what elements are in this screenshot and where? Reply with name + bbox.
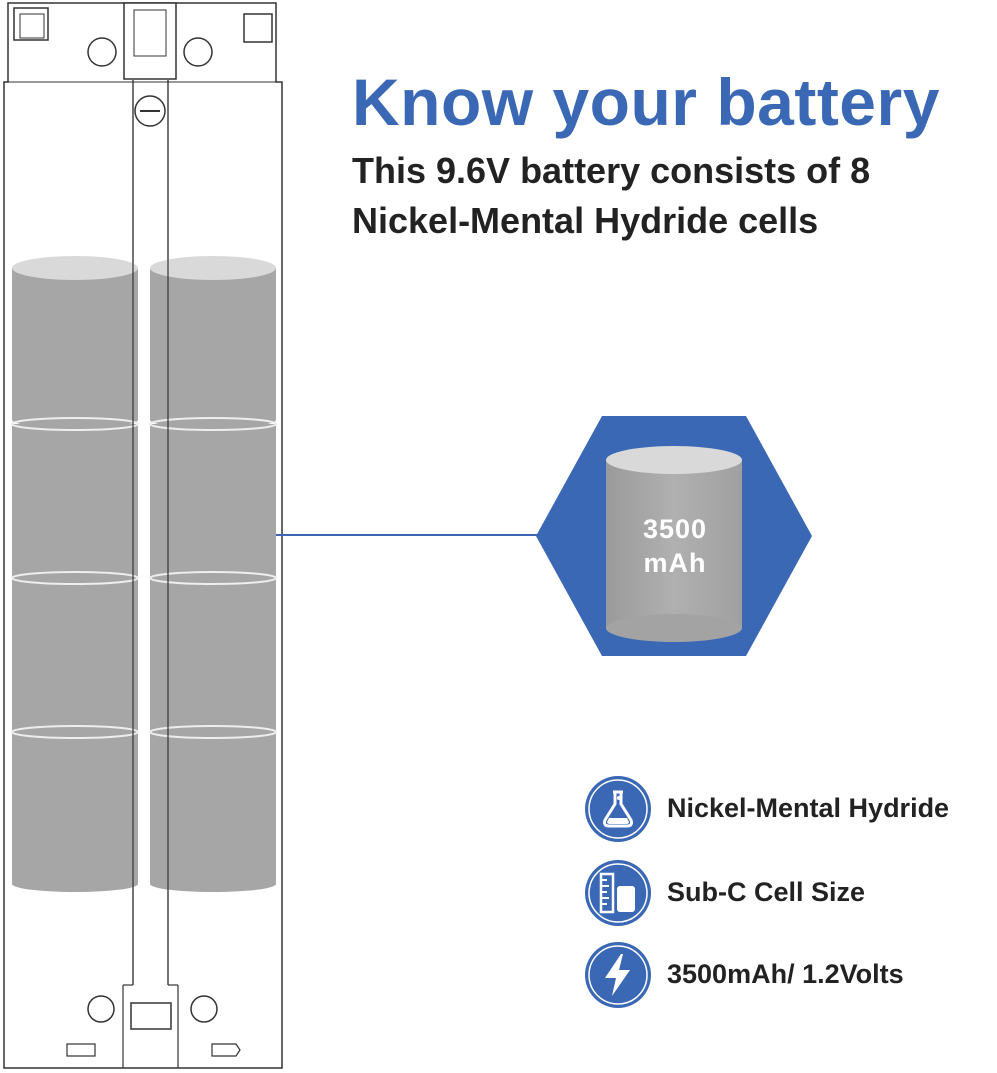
battery-cell	[11, 417, 139, 584]
screw-hole	[190, 995, 218, 1023]
feature-item-size: Sub-C Cell Size	[585, 860, 995, 926]
cell-capacity-value: 3500	[642, 514, 708, 544]
battery-cell	[12, 256, 138, 428]
cell-capacity-label: 3500 mAh	[610, 512, 740, 580]
subtitle-line-2: Nickel-Mental Hydride cells	[352, 200, 819, 241]
battery-cell	[11, 725, 139, 892]
bottom-terminal	[130, 1002, 172, 1030]
flask-icon	[585, 776, 651, 842]
cell-capacity-unit: mAh	[643, 548, 707, 578]
screw-hole	[87, 37, 117, 67]
page-subtitle: This 9.6V battery consists of 8 Nickel-M…	[352, 146, 992, 246]
ruler-cell-icon	[585, 860, 651, 926]
callout-connector-line	[276, 534, 544, 536]
feature-item-capacity: 3500mAh/ 1.2Volts	[585, 942, 995, 1008]
battery-cell	[149, 725, 277, 892]
cell-callout-hexagon	[536, 416, 812, 656]
battery-cell	[11, 571, 139, 738]
feature-label: 3500mAh/ 1.2Volts	[667, 959, 904, 989]
battery-pack-illustration	[3, 2, 283, 1069]
screw-hole	[87, 995, 115, 1023]
screw-hole	[183, 37, 213, 67]
feature-label: Nickel-Mental Hydride	[667, 793, 950, 823]
page-title: Know your battery	[352, 65, 940, 139]
top-latch-left	[13, 7, 49, 41]
subtitle-line-1: This 9.6V battery consists of 8	[352, 150, 871, 191]
top-terminal-block	[123, 2, 177, 80]
bottom-slot-right	[211, 1043, 241, 1057]
lightning-icon	[585, 942, 651, 1008]
feature-label: Sub-C Cell Size	[667, 877, 866, 907]
top-latch-right	[243, 13, 273, 43]
feature-item-chemistry: Nickel-Mental Hydride	[585, 776, 995, 842]
battery-cell	[150, 256, 276, 428]
bottom-slot-left	[66, 1043, 96, 1057]
battery-cell	[149, 571, 277, 738]
single-cell-icon	[606, 446, 742, 642]
battery-cell	[149, 417, 277, 584]
